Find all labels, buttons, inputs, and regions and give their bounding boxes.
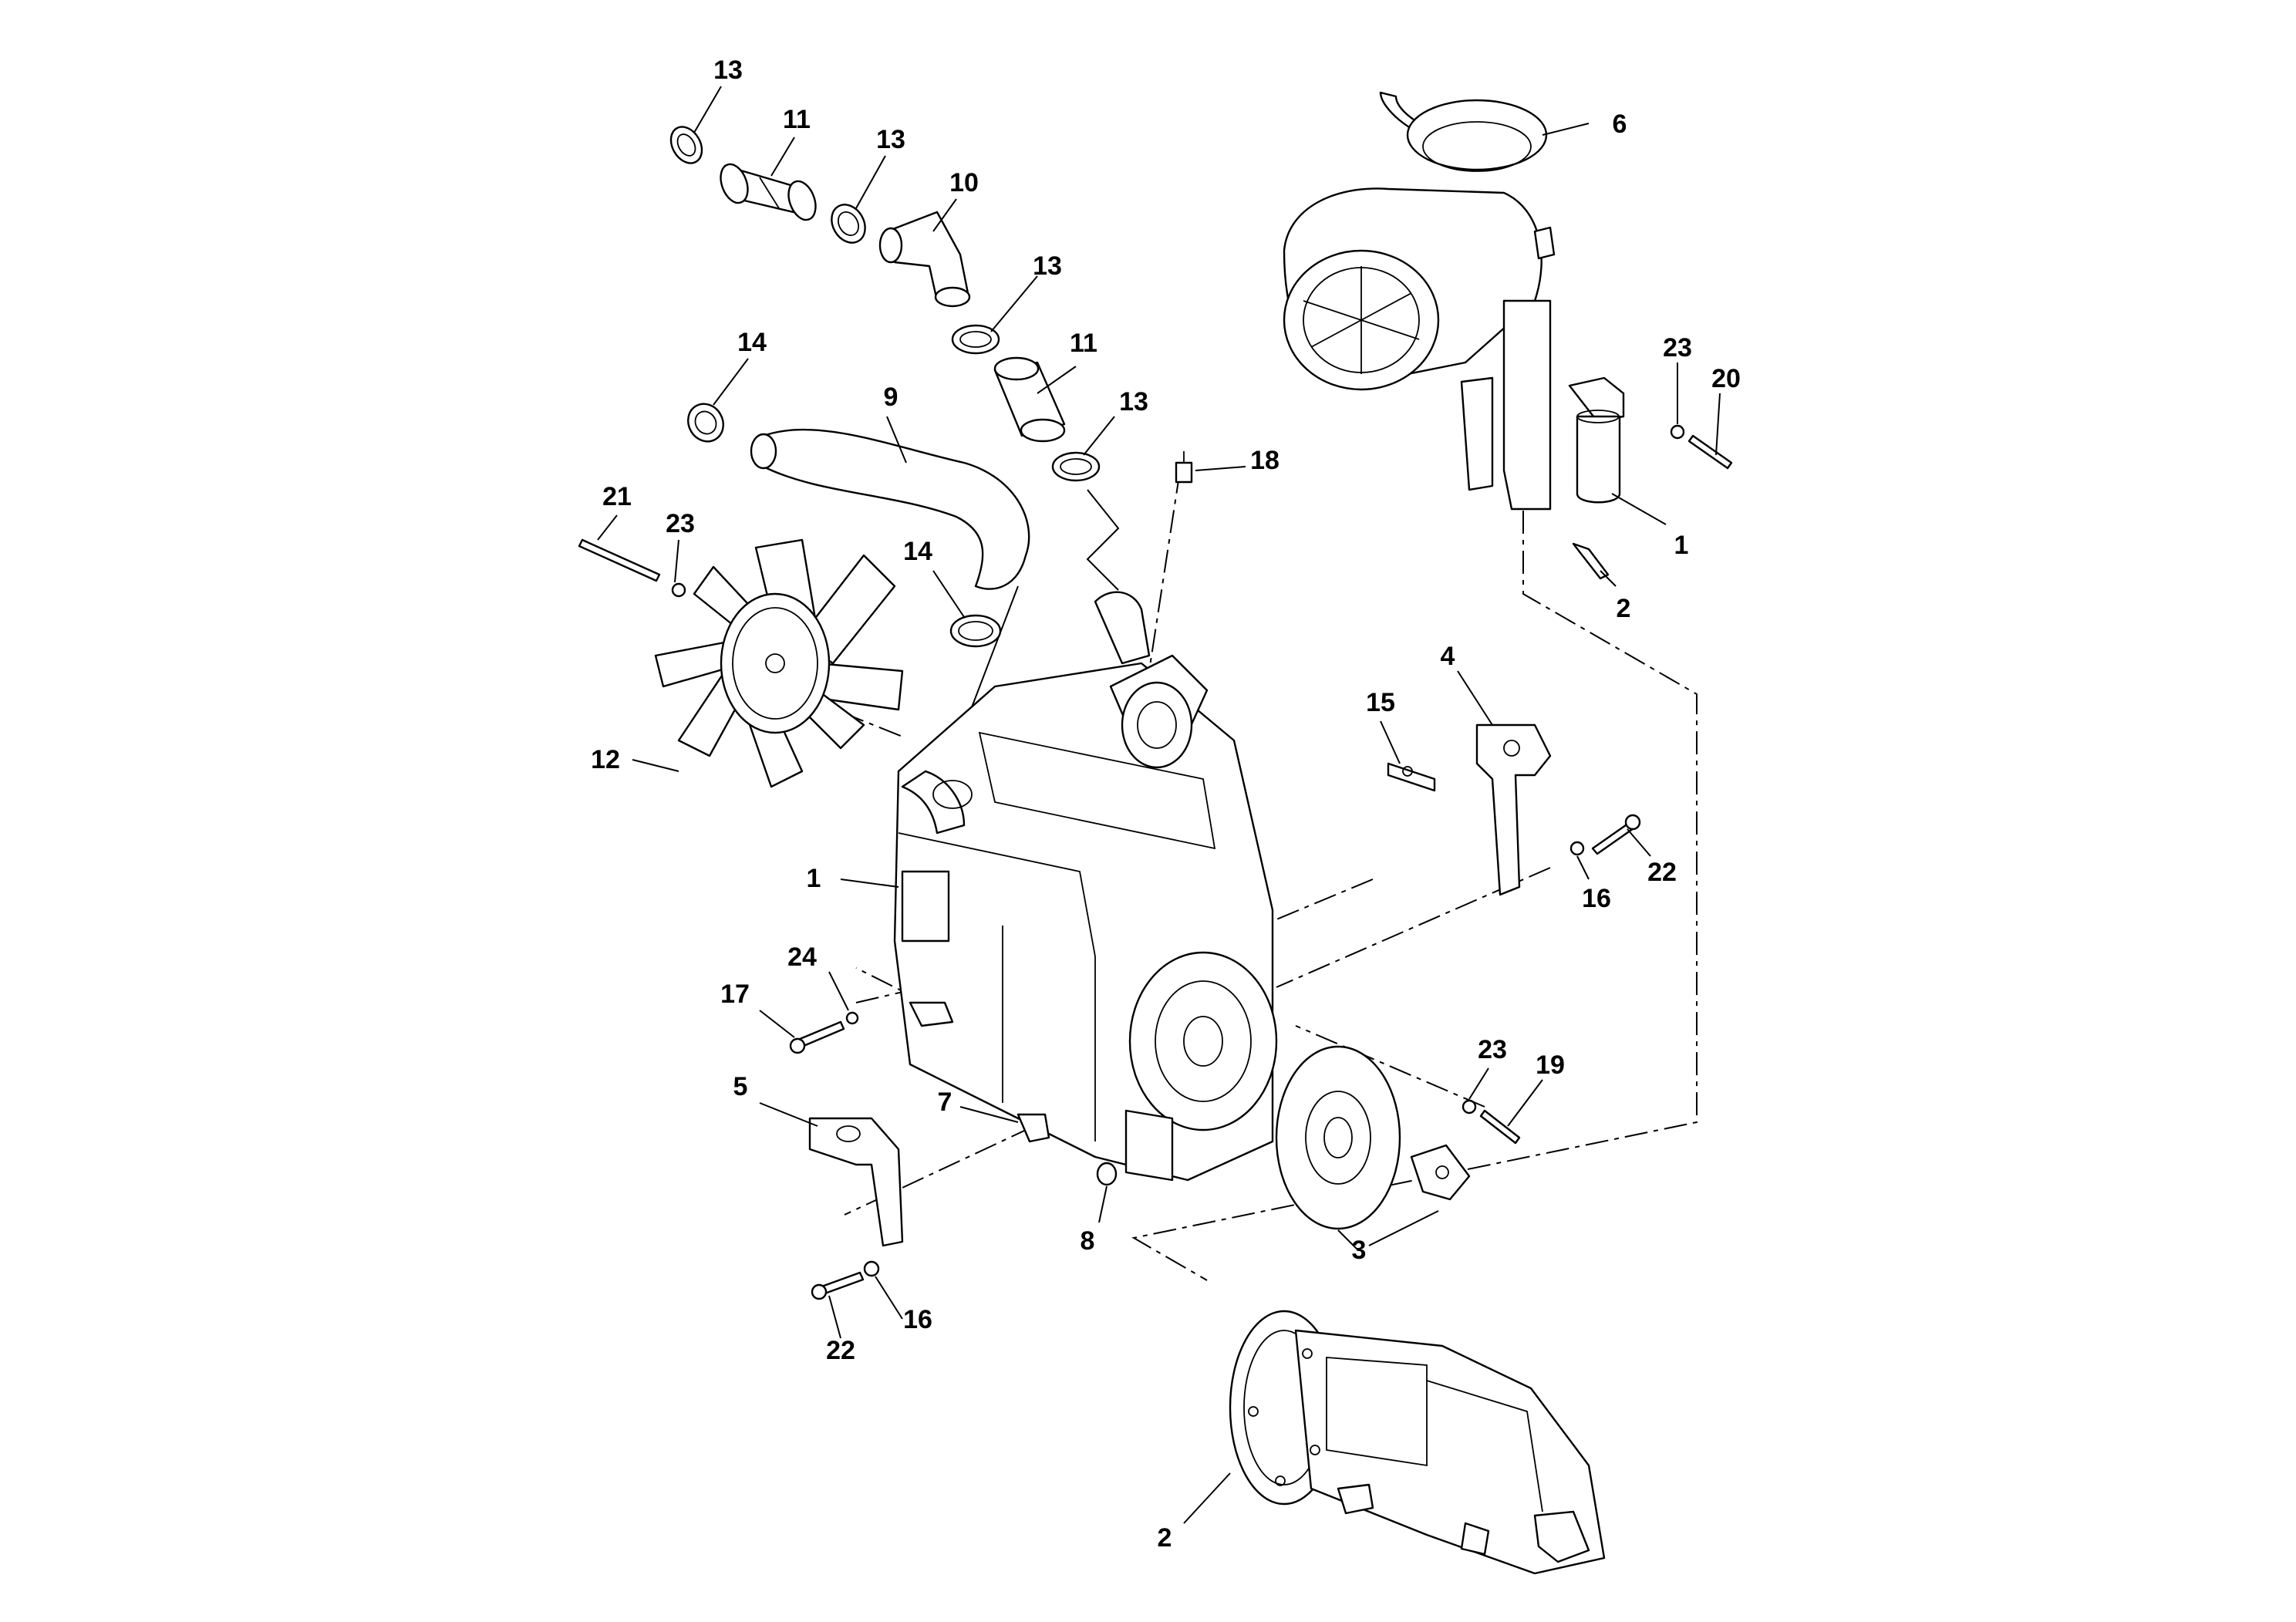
fitting-7 bbox=[1017, 1113, 1050, 1143]
callout-6: 6 bbox=[1613, 110, 1627, 139]
air-cleaner-6 bbox=[1283, 91, 1556, 511]
sensor-18 bbox=[1175, 451, 1193, 484]
callout-13-b: 13 bbox=[876, 125, 905, 154]
callout-11-a: 11 bbox=[783, 105, 811, 134]
bolt-17 bbox=[789, 1020, 845, 1054]
leader-lines bbox=[597, 86, 1721, 1524]
callout-9: 9 bbox=[884, 383, 899, 412]
bolt-2-a bbox=[1572, 542, 1610, 580]
bracket-4 bbox=[1475, 723, 1552, 896]
hose-10 bbox=[878, 211, 971, 308]
bolt-22-b bbox=[811, 1271, 865, 1300]
callout-22-b: 22 bbox=[826, 1336, 855, 1365]
callout-10: 10 bbox=[949, 168, 979, 197]
coupling-3 bbox=[1275, 1045, 1471, 1230]
callout-23-b: 23 bbox=[1663, 333, 1692, 363]
callout-13-d: 13 bbox=[1119, 387, 1148, 416]
engine-1 bbox=[893, 591, 1278, 1182]
callout-14-b: 14 bbox=[903, 537, 932, 566]
fan-12 bbox=[654, 538, 904, 788]
washer-23-a bbox=[671, 582, 686, 598]
callout-2-b: 2 bbox=[1158, 1523, 1172, 1553]
callout-12: 12 bbox=[591, 745, 620, 774]
callout-2-a: 2 bbox=[1617, 594, 1631, 623]
plug-8 bbox=[1096, 1162, 1118, 1186]
callout-13-c: 13 bbox=[1033, 251, 1062, 281]
callout-14-a: 14 bbox=[737, 328, 767, 357]
washer-16-a bbox=[1569, 841, 1585, 856]
hose-clamp-13-b bbox=[831, 204, 866, 244]
callout-16-b: 16 bbox=[903, 1305, 932, 1334]
callout-1-b: 1 bbox=[807, 864, 821, 893]
callout-18: 18 bbox=[1250, 446, 1279, 475]
callout-11-b: 11 bbox=[1070, 329, 1097, 358]
hose-clamp-13-c bbox=[951, 324, 1000, 355]
callout-5: 5 bbox=[733, 1072, 748, 1101]
hose-clamp-13-d bbox=[1051, 451, 1101, 482]
callout-15: 15 bbox=[1366, 688, 1395, 717]
hose-clamp-14-a bbox=[687, 403, 724, 443]
callout-20: 20 bbox=[1711, 364, 1741, 393]
callout-3: 3 bbox=[1352, 1236, 1367, 1265]
bolt-19 bbox=[1479, 1109, 1521, 1145]
hose-clamp-13-a bbox=[669, 126, 703, 164]
bracket-15 bbox=[1387, 762, 1436, 792]
washer-16-b bbox=[863, 1260, 880, 1277]
hose-11-a bbox=[720, 163, 817, 221]
bolt-20 bbox=[1687, 434, 1733, 470]
callout-23-c: 23 bbox=[1478, 1035, 1507, 1064]
pump-2 bbox=[1229, 1310, 1606, 1575]
radiator-hose-9 bbox=[750, 428, 1030, 590]
hose-11-b bbox=[993, 356, 1066, 443]
callout-8: 8 bbox=[1081, 1226, 1095, 1256]
callout-1-a: 1 bbox=[1674, 531, 1689, 560]
callout-21: 21 bbox=[602, 482, 632, 511]
washer-23-b bbox=[1670, 424, 1685, 440]
callout-13-a: 13 bbox=[713, 56, 743, 85]
callout-23-a: 23 bbox=[666, 509, 695, 538]
washer-24 bbox=[845, 1011, 859, 1025]
fuel-filter-1 bbox=[1568, 376, 1625, 504]
callout-24: 24 bbox=[787, 943, 817, 972]
hose-clamp-14-b bbox=[949, 614, 1002, 648]
callout-7: 7 bbox=[938, 1088, 952, 1117]
bracket-5 bbox=[808, 1117, 904, 1247]
callout-labels: 13 11 13 10 13 11 13 14 9 18 21 23 14 12… bbox=[591, 56, 1741, 1553]
callout-17: 17 bbox=[720, 980, 750, 1009]
callout-19: 19 bbox=[1536, 1050, 1565, 1080]
callout-16-a: 16 bbox=[1582, 884, 1611, 913]
callout-22-a: 22 bbox=[1647, 858, 1677, 887]
bolt-21 bbox=[578, 538, 661, 582]
callout-4: 4 bbox=[1441, 642, 1455, 671]
washer-23-c bbox=[1462, 1099, 1477, 1114]
bolt-22-a bbox=[1591, 814, 1641, 855]
